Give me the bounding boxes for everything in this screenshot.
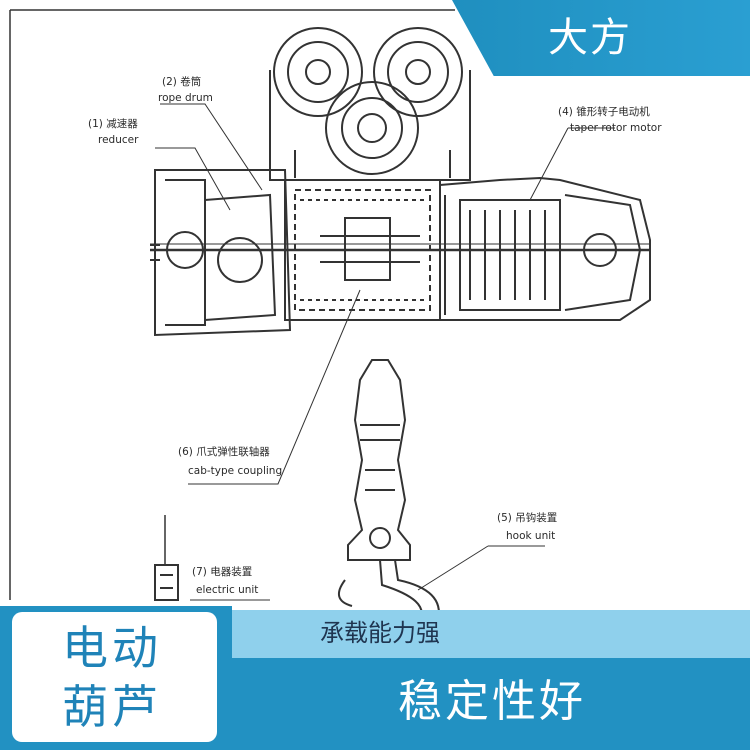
electric-unit xyxy=(154,515,179,601)
label-rope-drum-en: rope drum xyxy=(158,92,213,104)
label-electric-cn: (7) 电器装置 xyxy=(192,566,253,578)
trolley xyxy=(269,27,471,181)
label-reducer-en: reducer xyxy=(98,134,139,146)
label-rope-drum-cn: (2) 卷筒 xyxy=(162,76,202,88)
feature-main-text: 稳定性好 xyxy=(398,676,586,727)
label-hook-en: hook unit xyxy=(506,530,556,542)
motor-housing xyxy=(439,176,651,321)
label-hook-cn: (5) 吊钩装置 xyxy=(497,512,558,524)
product-box xyxy=(12,612,217,742)
product-name-line1: 电动 xyxy=(62,621,162,675)
brand-banner xyxy=(452,0,750,76)
feature-band-dark xyxy=(232,658,750,750)
label-coupling-en: cab-type coupling xyxy=(188,465,283,477)
label-motor-cn: (4) 锥形转子电动机 xyxy=(558,106,650,118)
reducer-housing xyxy=(150,169,292,337)
product-name-line2: 葫芦 xyxy=(62,680,162,734)
label-reducer-cn: (1) 减速器 xyxy=(88,118,138,130)
feature-top-text: 承载能力强 xyxy=(320,619,440,647)
label-coupling-cn: (6) 爪式弹性联轴器 xyxy=(178,446,270,458)
hook-block xyxy=(347,359,411,561)
brand-name: 大方 xyxy=(548,15,632,61)
feature-band-light xyxy=(232,610,750,658)
leader-lines xyxy=(155,103,615,601)
label-electric-en: electric unit xyxy=(196,584,259,596)
label-motor-en: taper rotor motor xyxy=(570,122,662,134)
